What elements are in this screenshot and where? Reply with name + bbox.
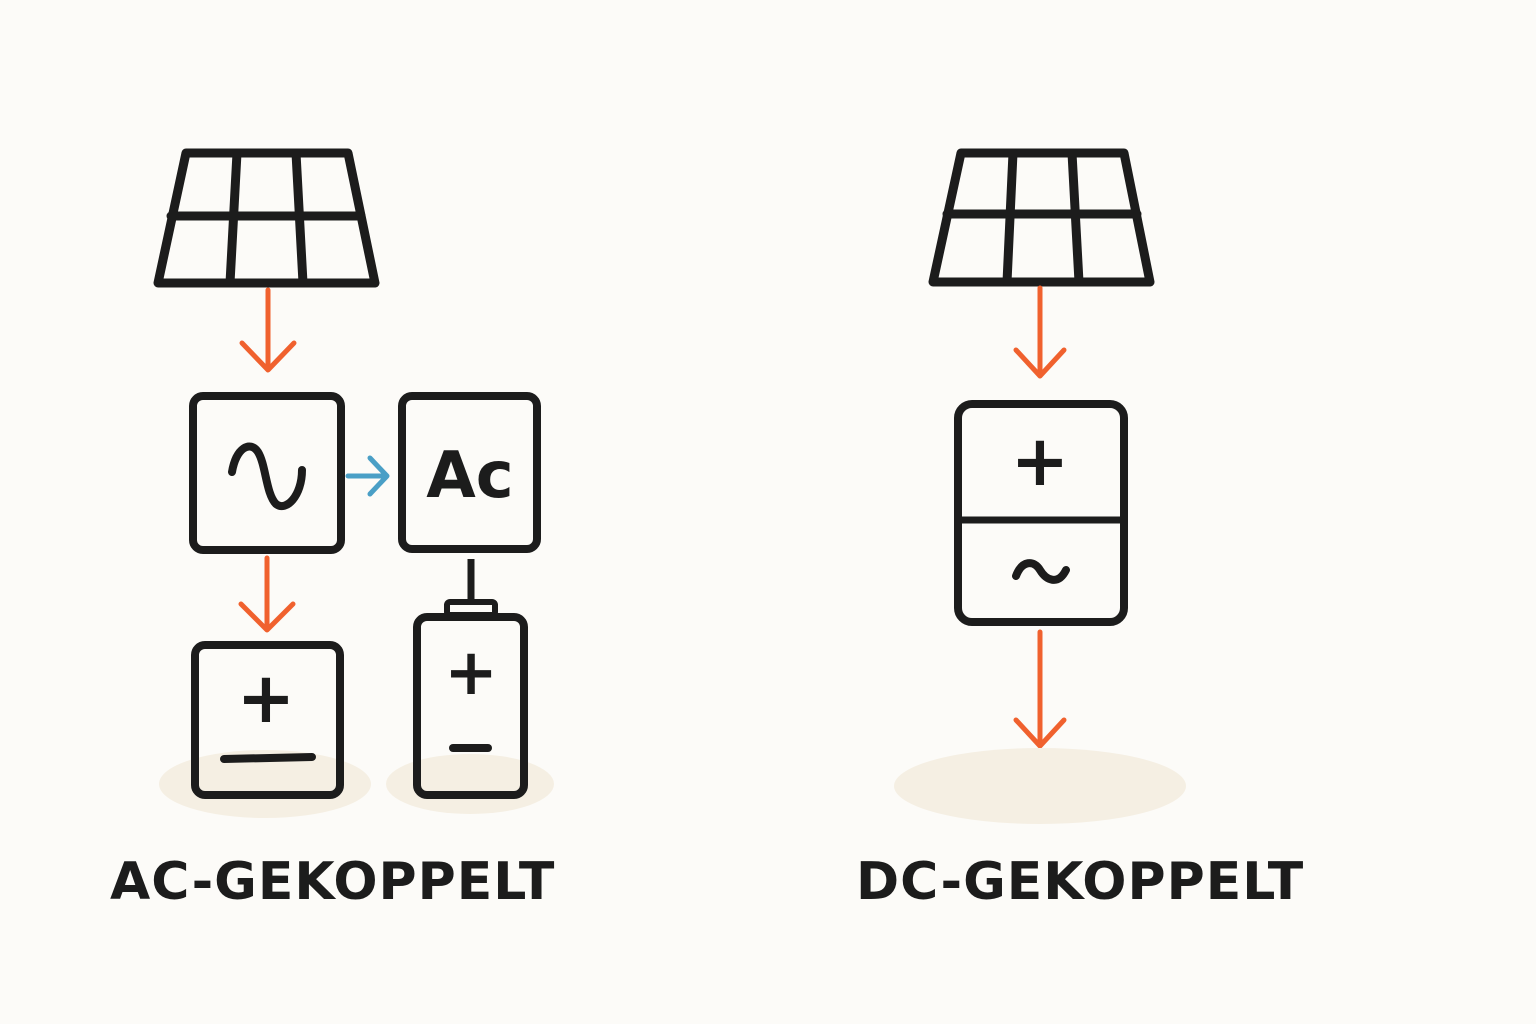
ac-inverter-sine-wave-icon <box>228 442 306 510</box>
dc-arrow-hybrid-to-output <box>1013 629 1067 749</box>
dc-hybrid-sine-wave-icon <box>1012 559 1070 584</box>
ac-battery2-plus: + <box>444 636 498 710</box>
dc-coupled-caption: DC-GEKOPPELT <box>856 852 1305 912</box>
ac-battery-plus: + <box>237 657 296 739</box>
ac-arrow-panel-to-inverter <box>239 287 297 373</box>
ac-solar-panel-icon <box>153 148 380 288</box>
dc-hybrid-plus: + <box>1011 420 1070 502</box>
ac-charger-label: Ac <box>426 439 513 513</box>
ac-coupled-caption: AC-GEKOPPELT <box>110 852 556 912</box>
ac-battery-shadow <box>159 750 371 818</box>
ac-coupled-section: Ac + + <box>153 148 554 818</box>
dc-output-shadow <box>894 748 1186 824</box>
ac-arrow-inverter-to-ac-box <box>345 455 390 497</box>
ac-battery2-box <box>413 613 528 799</box>
ac-battery2-shadow <box>386 754 554 814</box>
dc-coupled-section: + <box>894 148 1186 824</box>
ac-battery-minus <box>220 753 316 763</box>
dc-arrow-panel-to-hybrid <box>1013 285 1067 379</box>
ac-arrow-inverter-to-battery <box>238 555 296 633</box>
dc-hybrid-box <box>954 400 1128 626</box>
ac-charger-box <box>398 392 541 553</box>
ac-inverter-box <box>189 392 345 554</box>
ac-battery-box <box>191 641 344 799</box>
dc-solar-panel-icon <box>928 148 1155 287</box>
